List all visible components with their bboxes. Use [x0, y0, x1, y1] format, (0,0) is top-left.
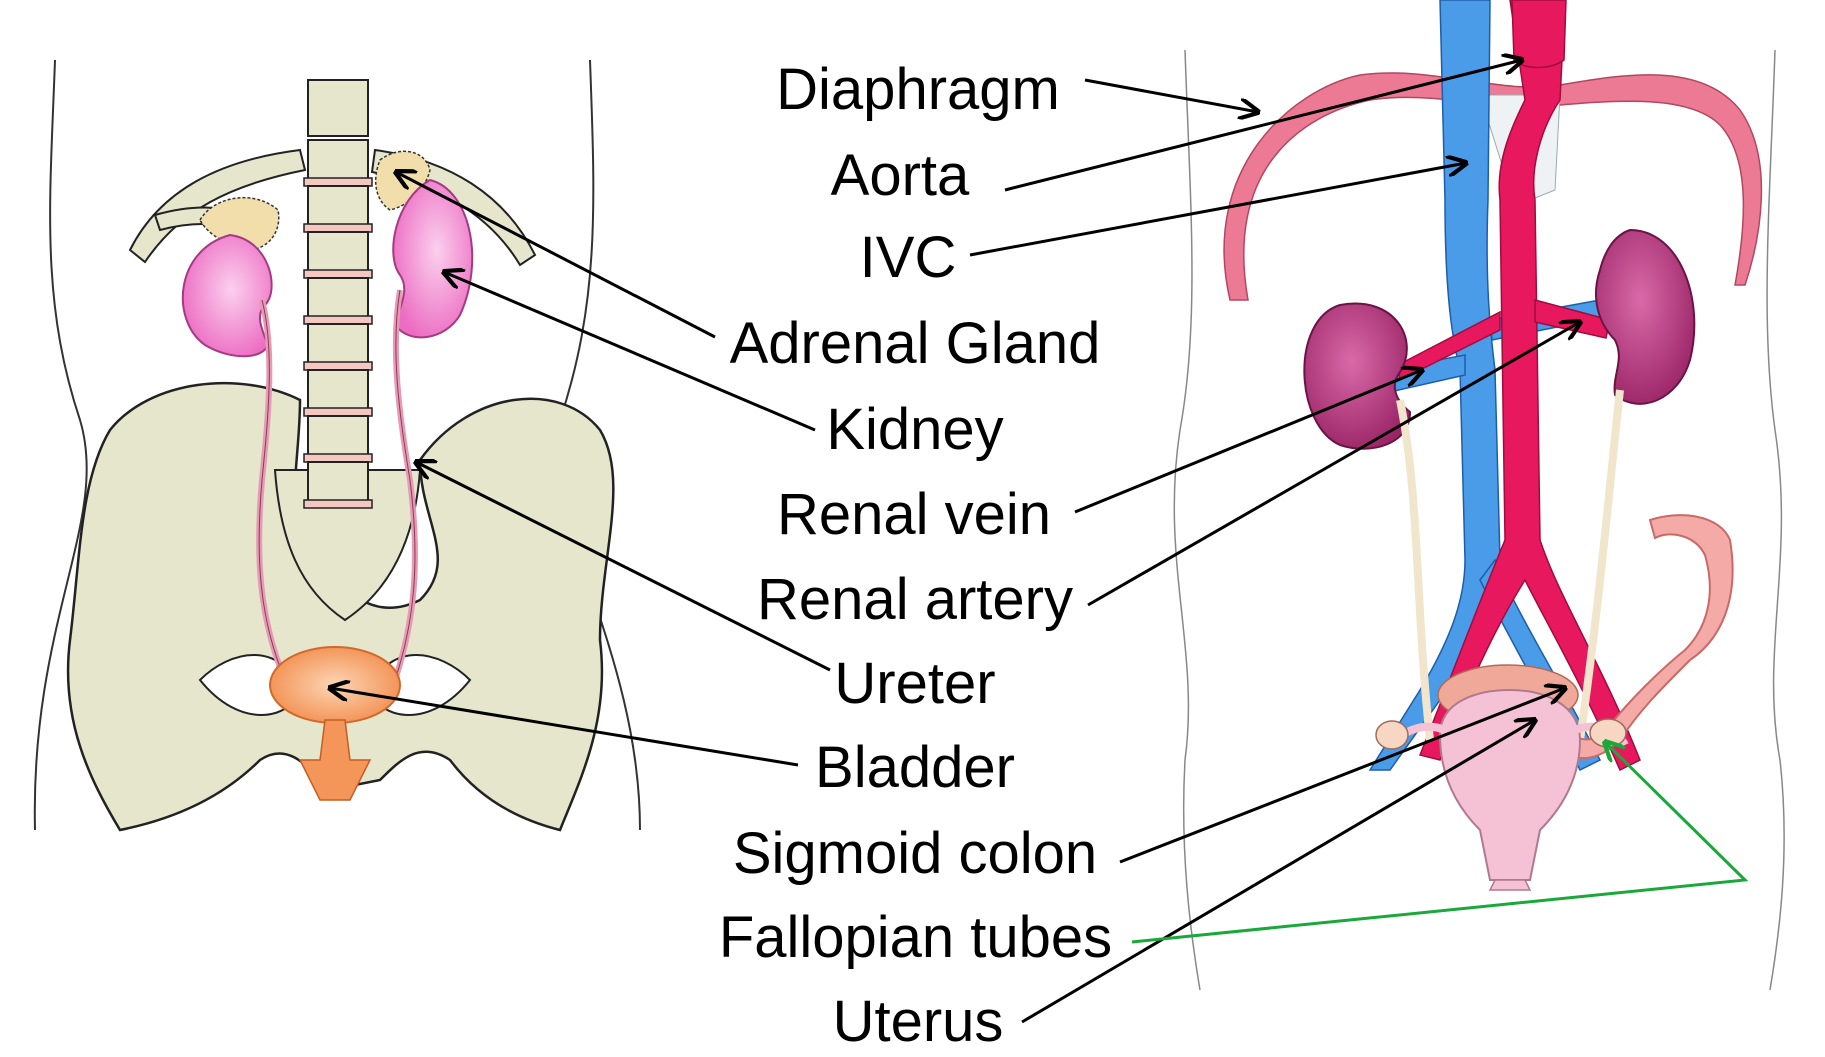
right-figure: [1174, 0, 1784, 990]
vertebra: [308, 278, 368, 318]
vertebra: [308, 140, 368, 180]
intervertebral-disc: [304, 454, 372, 462]
label-bladder: Bladder: [800, 736, 1030, 800]
left-figure-kidney-left: [183, 235, 272, 356]
right-ovary: [1590, 719, 1626, 747]
right-body-outline-right: [1767, 50, 1784, 990]
spine: [304, 80, 372, 508]
label-aorta: Aorta: [800, 144, 1000, 208]
vertebra: [308, 416, 368, 456]
label-renal-artery: Renal artery: [740, 568, 1090, 632]
left-ovary: [1376, 721, 1408, 749]
label-fallopian-tubes: Fallopian tubes: [698, 906, 1133, 970]
arrow-diaphragm: [1085, 80, 1258, 112]
intervertebral-disc: [304, 178, 372, 186]
arrow-ivc: [970, 163, 1466, 255]
left-figure: [35, 60, 640, 830]
intervertebral-disc: [304, 270, 372, 278]
right-figure-left-ureter: [1400, 400, 1430, 740]
intervertebral-disc: [304, 316, 372, 324]
label-renal-vein: Renal vein: [758, 483, 1070, 547]
intervertebral-disc: [304, 500, 372, 508]
arrow-fallopian-tubes: [1132, 742, 1745, 942]
vertebra: [308, 232, 368, 272]
intervertebral-disc: [304, 362, 372, 370]
label-kidney: Kidney: [810, 398, 1020, 462]
right-figure-kidney-right: [1596, 230, 1694, 404]
vertebra: [308, 186, 368, 226]
vertebra: [308, 324, 368, 364]
label-diaphragm: Diaphragm: [758, 58, 1078, 122]
aorta-arch-top: [1512, 0, 1566, 68]
vertebra: [308, 370, 368, 410]
vertebra-top: [308, 80, 368, 136]
right-figure-kidney-left: [1304, 304, 1410, 449]
label-ureter: Ureter: [820, 652, 1010, 716]
label-sigmoid-colon: Sigmoid colon: [710, 822, 1120, 886]
intervertebral-disc: [304, 224, 372, 232]
vagina: [1490, 880, 1530, 890]
label-ivc: IVC: [848, 226, 968, 290]
right-body-outline-left: [1174, 50, 1200, 990]
label-adrenal-gland: Adrenal Gland: [705, 312, 1125, 376]
label-uterus: Uterus: [818, 990, 1018, 1054]
left-figure-bladder: [270, 647, 400, 723]
vertebra: [308, 462, 368, 502]
uterus: [1440, 690, 1580, 880]
intervertebral-disc: [304, 408, 372, 416]
